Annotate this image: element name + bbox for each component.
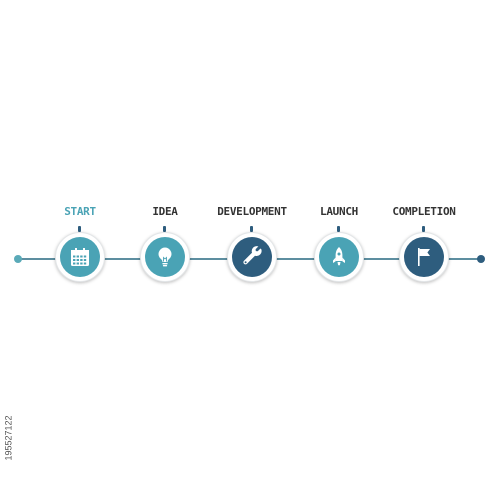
step-ring	[140, 232, 190, 282]
timeline-step-start: START	[25, 205, 135, 295]
step-disc	[60, 237, 100, 277]
timeline-step-idea: IDEA	[110, 205, 220, 295]
step-disc	[319, 237, 359, 277]
step-disc	[145, 237, 185, 277]
step-tick	[337, 226, 340, 232]
lightbulb-icon	[158, 247, 172, 267]
step-disc	[232, 237, 272, 277]
stock-id-text: 195527122	[4, 415, 14, 461]
step-ring	[314, 232, 364, 282]
step-label-launch: LAUNCH	[320, 205, 358, 218]
step-disc	[404, 237, 444, 277]
timeline-step-launch: LAUNCH	[284, 205, 394, 295]
step-label-development: DEVELOPMENT	[217, 205, 287, 218]
stock-id-label: 195527122	[2, 388, 16, 488]
calendar-icon	[71, 248, 89, 266]
rocket-icon	[333, 247, 345, 266]
wrench-icon	[243, 246, 262, 265]
timeline-step-completion: COMPLETION	[369, 205, 479, 295]
step-ring	[227, 232, 277, 282]
step-label-completion: COMPLETION	[392, 205, 456, 218]
timeline-step-development: DEVELOPMENT	[197, 205, 307, 295]
step-label-idea: IDEA	[152, 205, 178, 218]
step-tick	[250, 226, 253, 232]
step-tick	[163, 226, 166, 232]
step-tick	[78, 226, 81, 232]
timeline-start-dot	[14, 255, 22, 263]
step-tick	[422, 226, 425, 232]
flag-icon	[418, 248, 430, 266]
step-ring	[55, 232, 105, 282]
step-label-start: START	[64, 205, 96, 218]
step-ring	[399, 232, 449, 282]
timeline-end-dot	[477, 255, 485, 263]
